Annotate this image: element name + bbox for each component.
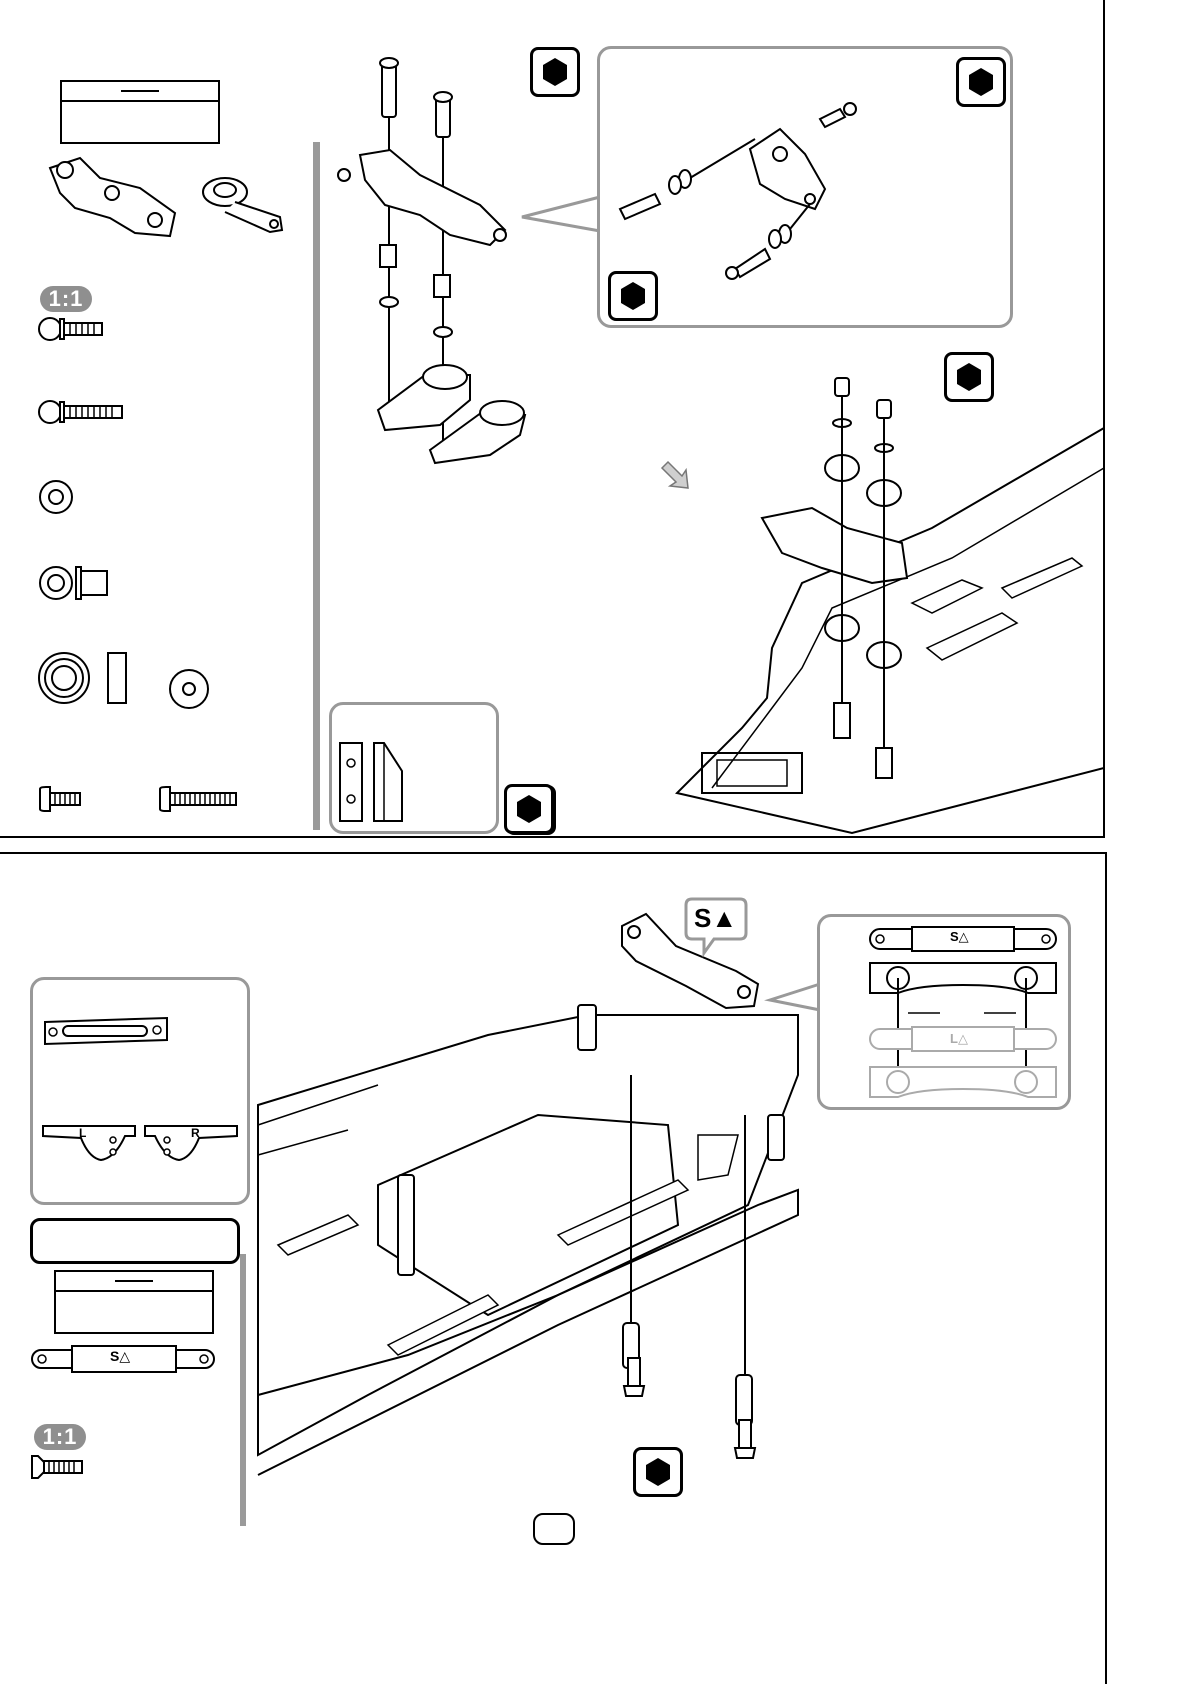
hex-wrench-icon [514,794,544,824]
hex-wrench-icon [643,1457,673,1487]
shim-plate-illustration [338,741,408,823]
bottom-section-right-border [1105,852,1107,1684]
callout-pointer-bottom [768,982,822,1012]
tool-indicator-3 [608,271,658,321]
callout-pointer-top [520,195,602,235]
ball-bearing-icon [38,648,130,708]
shim-washer-icon [168,668,210,710]
label-dash [115,1280,153,1282]
tool-indicator-1 [530,47,580,97]
ball-stud-long-icon [38,397,128,427]
parts-column-divider-top [313,142,320,830]
mount-left-illustration [41,1124,137,1164]
page-number-box [533,1513,575,1545]
label-divider [56,1290,212,1292]
spacer-ghost-marking: L△ [950,1031,968,1047]
part-label-box [60,80,220,144]
countersunk-screw-install-1 [622,1356,646,1398]
ball-stud-short-icon [38,314,108,344]
hex-wrench-icon [540,57,570,87]
empty-label-box [30,1218,240,1264]
tool-indicator-2 [956,57,1006,107]
tool-indicator-7 [633,1447,683,1497]
section-divider-bottom [0,852,1107,854]
detail-panel-ball-studs [597,46,1013,328]
spacer-part-marking: S△ [110,1348,130,1365]
button-head-screw-long-icon [158,785,240,813]
section-divider-top [0,836,1105,838]
orientation-callout-text: S▲ [694,903,737,934]
detail-panel-mounts: L R [30,977,250,1205]
ball-stud-detail-illustration [610,99,900,299]
part-label-box-bottom [54,1270,214,1334]
label-divider [62,100,218,102]
tool-indicator-6 [504,784,554,834]
steering-arm-part-illustration [200,172,290,237]
bellcrank-part-illustration [40,148,190,243]
button-head-screw-short-icon [38,785,84,813]
spacer-bar-illustration [41,1014,171,1048]
label-dash [121,90,159,92]
hex-wrench-icon [618,281,648,311]
countersunk-screw-icon [30,1454,86,1480]
detail-panel-shim [329,702,499,834]
detail-panel-spacer-orientation: S△ L△ [817,914,1071,1110]
chassis-front-assembly-illustration [672,368,1104,836]
parts-column-divider-bottom [240,1254,246,1526]
flanged-bushing-icon [38,565,118,601]
mount-left-marking: L [79,1126,86,1140]
hex-wrench-icon [966,67,996,97]
washer-icon [38,479,74,515]
spacer-top-marking: S△ [950,929,969,945]
scale-badge-top: 1:1 [40,286,92,312]
countersunk-screw-install-2 [733,1418,757,1460]
steering-assembly-exploded-view [330,55,530,475]
scale-badge-bottom: 1:1 [34,1424,86,1450]
spacer-side-view-illustration [868,959,1058,1099]
mount-right-marking: R [191,1126,200,1140]
